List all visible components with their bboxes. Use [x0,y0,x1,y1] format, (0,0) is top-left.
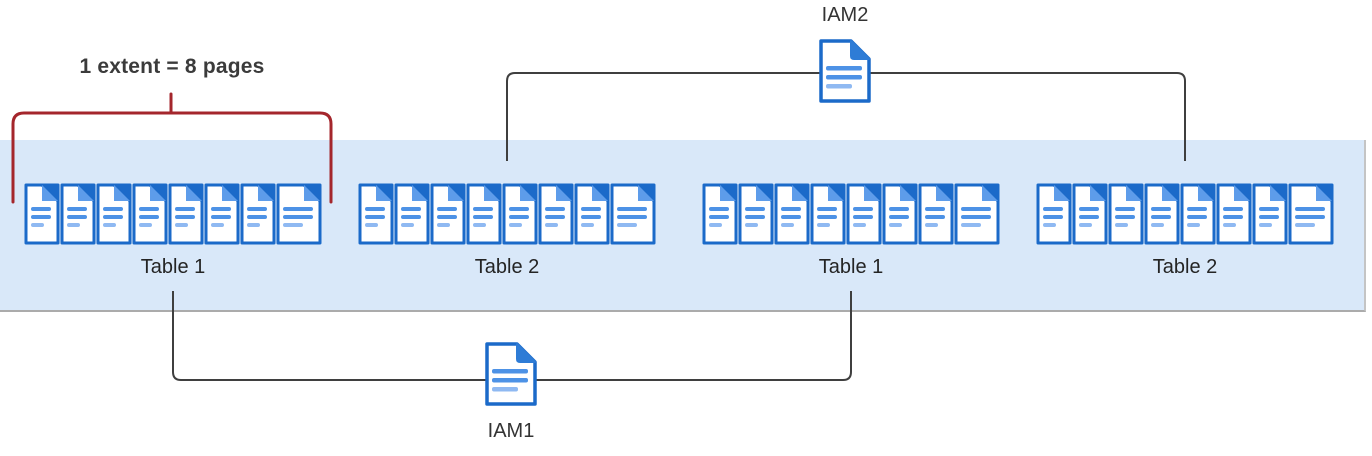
page-icon [466,183,502,245]
page-icon-row [24,183,322,245]
page-icon-row [1036,183,1334,245]
page-icon-row [702,183,1000,245]
extent-group: Table 1 [702,183,1000,279]
page-icon [204,183,240,245]
page-icon [394,183,430,245]
iam2-page-icon [819,39,871,103]
table-label: Table 2 [474,256,540,278]
page-icon [1072,183,1108,245]
table-label: Table 2 [1152,256,1218,278]
page-icon [60,183,96,245]
iam1-label: IAM1 [487,420,535,442]
extent-group: Table 2 [358,183,656,279]
page-icon [24,183,60,245]
page-icon [538,183,574,245]
page-icon [1288,183,1334,245]
page-icon [574,183,610,245]
page-icon [1036,183,1072,245]
page-icon [276,183,322,245]
table-label: Table 1 [140,256,206,278]
iam1-page-icon [485,342,537,406]
page-icon [918,183,954,245]
page-icon [954,183,1000,245]
page-icon [358,183,394,245]
page-icon [810,183,846,245]
page-icon [774,183,810,245]
page-icon [502,183,538,245]
page-icon [882,183,918,245]
extent-group: Table 1 [24,183,322,279]
extent-annotation-label: 1 extent = 8 pages [79,55,265,78]
page-icon [240,183,276,245]
table-label: Table 1 [818,256,884,278]
page-icon [1144,183,1180,245]
page-icon [430,183,466,245]
page-icon-row [358,183,656,245]
page-icon [1180,183,1216,245]
page-icon [738,183,774,245]
page-icon [1216,183,1252,245]
page-icon [610,183,656,245]
page-icon [1108,183,1144,245]
page-icon [132,183,168,245]
page-icon [702,183,738,245]
iam2-label: IAM2 [821,4,869,26]
page-icon [846,183,882,245]
page-icon [168,183,204,245]
extent-group: Table 2 [1036,183,1334,279]
page-icon [1252,183,1288,245]
page-icon [96,183,132,245]
